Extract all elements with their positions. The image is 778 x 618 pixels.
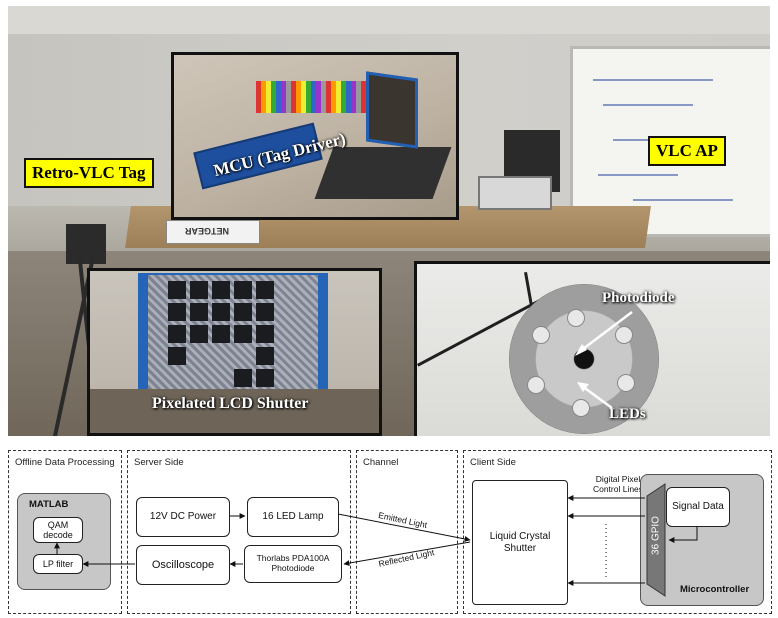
lcd-pixel-grid xyxy=(148,275,318,397)
panel-title-offline: Offline Data Processing xyxy=(15,457,115,468)
matlab-title: MATLAB xyxy=(29,499,69,510)
led-lamp-block: 16 LED Lamp xyxy=(247,497,339,537)
panel-title-channel: Channel xyxy=(363,457,399,468)
signal-data-block: Signal Data xyxy=(666,487,730,527)
lcd-pixel xyxy=(234,281,252,299)
lcd-pixel xyxy=(190,325,208,343)
oscilloscope-device xyxy=(478,176,552,210)
lcd-pixel xyxy=(234,369,252,387)
lcd-pixel xyxy=(168,325,186,343)
lcd-pixel xyxy=(168,281,186,299)
vlc-ap-callout: VLC AP xyxy=(648,136,726,166)
led xyxy=(527,376,545,394)
lcd-stand xyxy=(314,147,452,199)
control-lines-label: Digital Pixel Control Lines xyxy=(592,474,644,495)
panel-title-client: Client Side xyxy=(470,457,516,468)
retro-vlc-tag-callout: Retro-VLC Tag xyxy=(24,158,154,188)
led xyxy=(532,326,550,344)
microcontroller-label: Microcontroller xyxy=(680,584,750,595)
lcd-pixel xyxy=(256,281,274,299)
lcd-pixel xyxy=(234,325,252,343)
led xyxy=(617,374,635,392)
gpio-label: 36 GPIO xyxy=(650,516,662,555)
setup-photo: NETGEAR MCU (Tag Driver) xyxy=(8,6,770,436)
lcd-base xyxy=(90,389,379,433)
lcd-pixel xyxy=(256,325,274,343)
panel-title-server: Server Side xyxy=(134,457,184,468)
ceiling xyxy=(8,6,770,34)
lcd-pixel xyxy=(212,303,230,321)
led xyxy=(567,309,585,327)
ribbon-cable xyxy=(256,81,386,113)
panel-channel: Channel xyxy=(356,450,458,614)
lcd-pixel xyxy=(168,303,186,321)
router: NETGEAR xyxy=(166,220,260,244)
tripod-head xyxy=(66,224,106,264)
led xyxy=(615,326,633,344)
led xyxy=(572,399,590,417)
qam-decode-block: QAM decode xyxy=(33,517,83,543)
photodiode-label: Photodiode xyxy=(602,290,675,306)
mcu-lcd-panel xyxy=(366,71,418,149)
lcd-pixel xyxy=(234,303,252,321)
lcd-pixel xyxy=(190,281,208,299)
lcd-pixel xyxy=(256,303,274,321)
ap-arrows xyxy=(575,311,633,410)
lcd-photo-insert: Pixelated LCD Shutter xyxy=(87,268,382,436)
gpio-block: 36 GPIO xyxy=(645,482,667,598)
lcd-pixel xyxy=(168,347,186,365)
lcd-pixel xyxy=(190,303,208,321)
leds-label: LEDs xyxy=(609,406,646,422)
lcd-pixel xyxy=(212,281,230,299)
dc-power-block: 12V DC Power xyxy=(136,497,230,537)
lp-filter-block: LP filter xyxy=(33,554,83,574)
ap-photo-insert: Photodiode LEDs xyxy=(414,261,770,436)
oscilloscope-block: Oscilloscope xyxy=(136,545,230,585)
router-brand: NETGEAR xyxy=(185,226,230,236)
lcd-pixel xyxy=(212,325,230,343)
mcu-photo-insert: MCU (Tag Driver) xyxy=(171,52,459,220)
lc-shutter-block: Liquid Crystal Shutter xyxy=(472,480,568,605)
lcd-pixel xyxy=(256,369,274,387)
lcd-pixel xyxy=(256,347,274,365)
gpio-shape xyxy=(646,483,666,597)
photodiode-block: Thorlabs PDA100A Photodiode xyxy=(244,545,342,583)
lcd-label: Pixelated LCD Shutter xyxy=(152,395,309,412)
